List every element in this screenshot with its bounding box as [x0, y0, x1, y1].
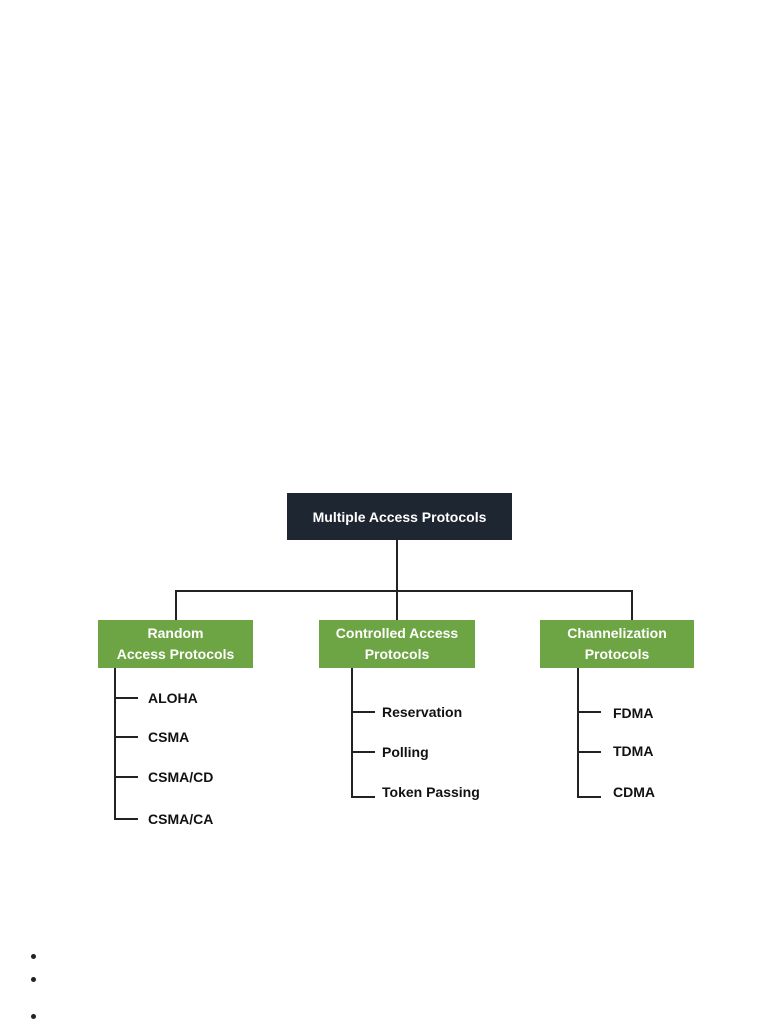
leaf-item-tdma: TDMA [613, 743, 654, 759]
leaf-item-token-passing: Token Passing [382, 784, 480, 800]
leaf-item-reservation: Reservation [382, 704, 463, 720]
leaf-item-cdma: CDMA [613, 784, 655, 800]
leaf-connector-line [351, 796, 375, 798]
leaf-connector-line [577, 711, 601, 713]
leaf-connector-line [114, 736, 138, 738]
root-node: Multiple Access Protocols [287, 493, 512, 540]
leaf-item-aloha: ALOHA [148, 690, 198, 706]
leaf-connector-line [351, 711, 375, 713]
root-node-label: Multiple Access Protocols [312, 508, 487, 525]
category-node-label: Random Access Protocols [116, 625, 235, 662]
branch-drop-line-1 [396, 590, 398, 620]
category-node-label: Channelization Protocols [567, 625, 667, 662]
leaf-item-csma-ca: CSMA/CA [148, 811, 214, 827]
leaf-connector-line [114, 697, 138, 699]
leaf-connector-line [577, 796, 601, 798]
category-node-controlled-access: Controlled Access Protocols [319, 620, 475, 668]
list-bullet [31, 1014, 36, 1019]
list-bullet [31, 977, 36, 982]
leaf-connector-line [114, 818, 138, 820]
leaf-item-polling: Polling [382, 744, 429, 760]
leaf-connector-line [351, 751, 375, 753]
channelization-trunk-line [577, 668, 579, 798]
branch-drop-line-0 [175, 590, 177, 620]
leaf-item-csma: CSMA [148, 729, 190, 745]
root-stem-line [396, 540, 398, 592]
leaf-connector-line [114, 776, 138, 778]
category-node-random-access: Random Access Protocols [98, 620, 253, 668]
random-access-trunk-line [114, 668, 116, 820]
list-bullet [31, 954, 36, 959]
branch-drop-line-2 [631, 590, 633, 620]
leaf-connector-line [577, 751, 601, 753]
branch-horizontal-line [175, 590, 633, 592]
category-node-label: Controlled Access Protocols [335, 625, 459, 662]
leaf-item-fdma: FDMA [613, 705, 654, 721]
category-node-channelization: Channelization Protocols [540, 620, 694, 668]
leaf-item-csma-cd: CSMA/CD [148, 769, 214, 785]
controlled-access-trunk-line [351, 668, 353, 798]
